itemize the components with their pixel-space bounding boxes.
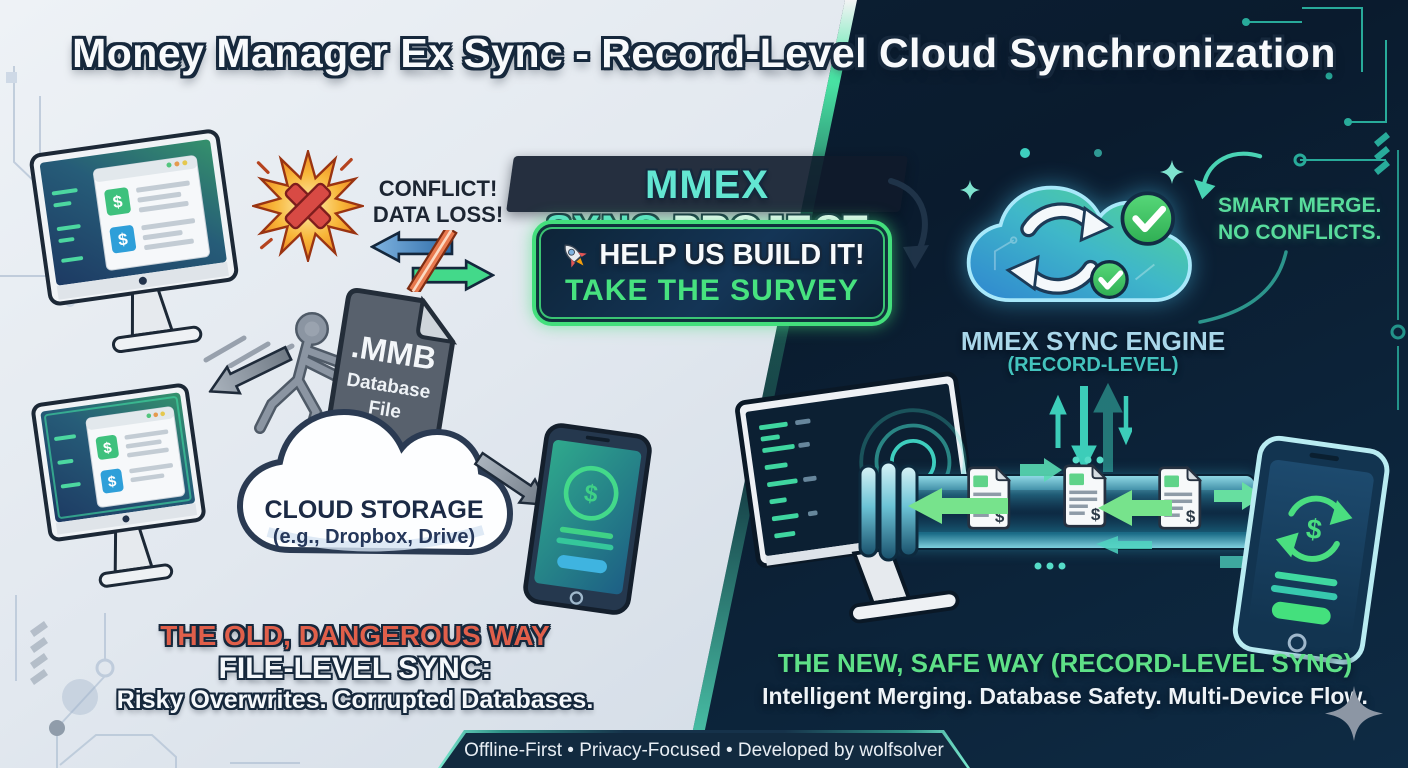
record-document-icon: $ <box>1063 463 1108 528</box>
conflict-label: CONFLICT! DATA LOSS! <box>368 176 508 228</box>
survey-inner: HELP US BUILD IT! TAKE THE SURVEY <box>539 227 885 319</box>
conflict-line1: CONFLICT! <box>378 176 498 201</box>
curved-arrow-to-cloud-icon <box>1193 151 1263 200</box>
sparkle-icon <box>1325 686 1383 741</box>
person-pushing-icon <box>254 312 350 446</box>
svg-text:$: $ <box>1186 507 1196 526</box>
circuit-decor-right-mid-icon <box>1390 150 1406 410</box>
curved-arrow-down-icon <box>888 178 929 269</box>
page-title: Money Manager Ex Sync - Record-Level Clo… <box>72 30 1336 76</box>
cloud-storage-subtitle: (e.g., Dropbox, Drive) <box>272 526 476 548</box>
old-way-detail: Risky Overwrites. Corrupted Databases. <box>116 686 594 714</box>
svg-text:$: $ <box>1304 513 1324 546</box>
svg-text:$: $ <box>582 480 600 509</box>
cta-line1: HELP US BUILD IT! <box>559 238 865 272</box>
refresh-dollar-icon: $ <box>1275 495 1353 562</box>
svg-text:$: $ <box>102 439 113 457</box>
smart-merge-line1: SMART MERGE. <box>1218 194 1382 217</box>
cta-line1-text: HELP US BUILD IT! <box>599 238 865 271</box>
sparkle-icon <box>960 180 980 200</box>
smartphone-icon: $ <box>1223 431 1402 672</box>
svg-text:$: $ <box>117 230 130 250</box>
new-way-detail: Intelligent Merging. Database Safety. Mu… <box>762 683 1368 709</box>
old-way-heading: THE OLD, DANGEROUS WAY <box>160 620 550 651</box>
svg-text:$: $ <box>1091 505 1101 524</box>
circuit-decor-left-bottom-icon <box>15 595 300 768</box>
cloud-storage-icon <box>236 408 514 556</box>
smart-merge-line2: NO CONFLICTS. <box>1218 221 1382 244</box>
old-way-footer: THE OLD, DANGEROUS WAY FILE-LEVEL SYNC: … <box>100 620 610 715</box>
checkmark-icon <box>1089 260 1129 299</box>
sync-arrow-down-right-icon <box>462 442 559 528</box>
conflict-line2: DATA LOSS! <box>372 202 504 227</box>
red-x-icon <box>284 182 332 230</box>
connector-curve-icon <box>1198 250 1288 324</box>
hazard-stripes-icon <box>30 621 48 685</box>
new-way-heading: THE NEW, SAFE WAY (RECORD-LEVEL SYNC) <box>777 648 1353 678</box>
old-way-subheading: FILE-LEVEL SYNC: <box>218 652 492 685</box>
hatch-marks-icon <box>1374 132 1390 175</box>
dot-decor-icon <box>1020 148 1102 158</box>
circuit-decor-right-top-icon <box>1242 7 1390 175</box>
engine-subtitle: (RECORD-LEVEL) <box>1007 354 1179 376</box>
conflict-arrows-icon <box>370 230 495 292</box>
desktop-monitor-icon: $ $ <box>27 380 222 631</box>
svg-text:$: $ <box>112 192 125 212</box>
sync-arrow-up-left-icon <box>200 335 302 418</box>
vertical-flow-arrows-icon <box>1049 382 1132 472</box>
new-way-footer: THE NEW, SAFE WAY (RECORD-LEVEL SYNC) In… <box>755 648 1375 710</box>
explosion-icon <box>252 150 364 262</box>
sparkle-icon <box>1160 160 1184 184</box>
checkmark-icon <box>1120 191 1175 246</box>
bottom-bar: Offline-First • Privacy-Focused • Develo… <box>441 733 967 768</box>
cloud-storage-title: CLOUD STORAGE <box>264 496 484 524</box>
desktop-monitor-icon: $ $ <box>24 125 256 395</box>
smart-merge-label: SMART MERGE. NO CONFLICTS. <box>1218 192 1388 246</box>
engine-title: MMEX SYNC ENGINE <box>960 326 1226 356</box>
svg-text:$: $ <box>995 507 1005 526</box>
smartphone-icon: $ <box>517 413 658 625</box>
refresh-arrows-icon <box>1005 202 1115 295</box>
flow-arrows-icon <box>908 456 1264 574</box>
sync-cloud-icon <box>966 185 1192 303</box>
take-survey-button[interactable]: HELP US BUILD IT! TAKE THE SURVEY <box>532 220 892 326</box>
bottom-bar-text: Offline-First • Privacy-Focused • Develo… <box>464 740 944 761</box>
pipe-coupling-icon <box>858 460 919 562</box>
rocket-icon <box>564 244 588 268</box>
cta-line2: TAKE THE SURVEY <box>565 273 859 307</box>
svg-text:$: $ <box>107 473 118 491</box>
